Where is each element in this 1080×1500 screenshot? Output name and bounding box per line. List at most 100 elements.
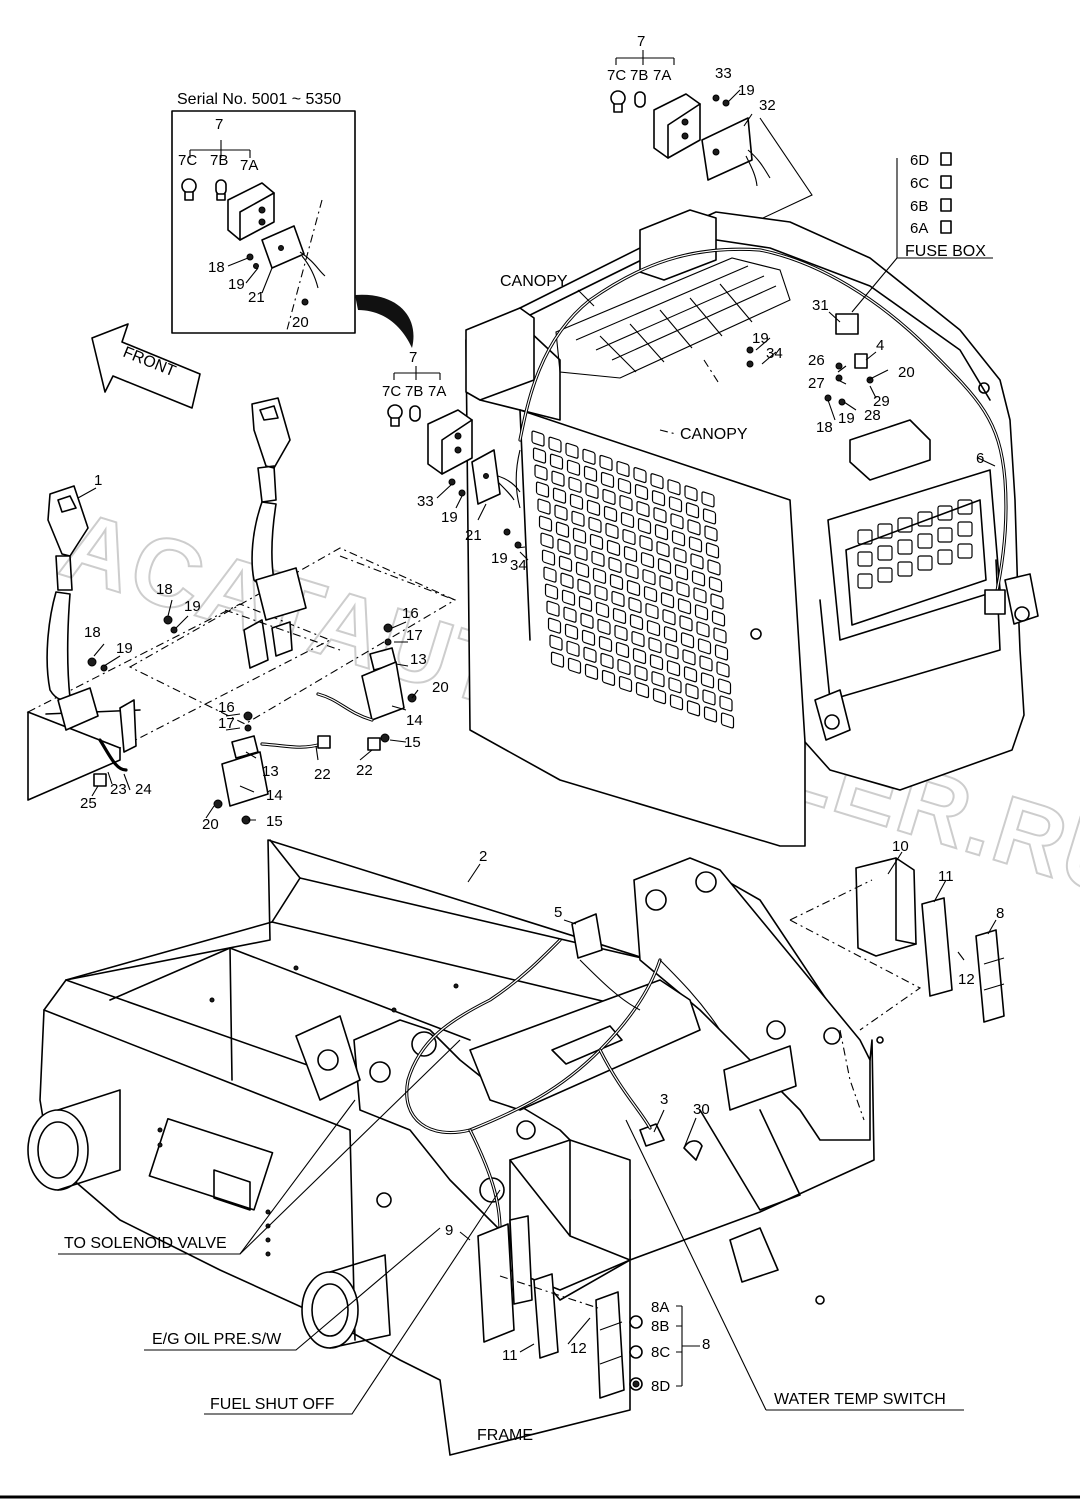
panel-hole <box>574 544 588 561</box>
fuse-label: 6D <box>910 152 929 169</box>
panel-hole <box>561 589 576 606</box>
svg-text:33: 33 <box>715 65 732 82</box>
svg-text:9: 9 <box>445 1222 453 1239</box>
panel-hole <box>719 695 733 712</box>
panel-hole <box>546 600 560 617</box>
canopy-label-top: CANOPY <box>500 273 568 290</box>
panel-hole <box>620 511 635 529</box>
panel-hole <box>598 635 613 652</box>
panel-hole <box>540 532 554 549</box>
panel-hole <box>643 586 658 603</box>
fuse-6c-icon <box>940 175 952 189</box>
bulb-7b-icon <box>215 179 227 201</box>
fuse-6b-icon <box>940 198 952 212</box>
panel-hole <box>683 666 698 683</box>
panel-hole <box>618 675 633 693</box>
panel-hole <box>625 562 639 580</box>
panel-hole <box>634 665 648 682</box>
callouts: TO SOLENOID VALVE E/G OIL PRE.S/W FUEL S… <box>58 1039 964 1444</box>
panel-hole <box>651 671 665 688</box>
panel-hole <box>957 521 973 537</box>
panel-hole <box>560 572 574 589</box>
panel-hole <box>857 551 873 567</box>
panel-hole <box>563 606 577 623</box>
svg-text:22: 22 <box>314 766 331 783</box>
panel-hole <box>897 539 913 555</box>
panel-hole <box>669 694 684 711</box>
svg-text:19: 19 <box>116 640 133 657</box>
panel-hole <box>640 552 655 569</box>
panel-hole <box>707 559 721 576</box>
svg-text:19: 19 <box>752 330 769 347</box>
panel-hole <box>679 615 693 632</box>
panel-hole <box>714 644 729 661</box>
svg-text:15: 15 <box>404 734 421 751</box>
svg-text:33: 33 <box>417 493 434 510</box>
panel-hole <box>557 538 571 555</box>
panel-hole <box>701 491 715 508</box>
panel-hole <box>612 607 627 625</box>
svg-text:5: 5 <box>554 904 562 921</box>
top-lamp-group: 7 7C 7B 7A 33 19 32 <box>607 33 813 226</box>
panel-hole <box>676 581 690 598</box>
svg-text:34: 34 <box>510 557 527 574</box>
panel-hole <box>673 547 687 564</box>
panel-hole <box>537 498 551 515</box>
svg-text:18: 18 <box>816 419 833 436</box>
svg-text:20: 20 <box>432 679 449 696</box>
svg-text:4: 4 <box>876 337 884 354</box>
fuse-box-title: FUSE BOX <box>905 243 986 260</box>
panel-hole <box>581 629 596 646</box>
inset-title: Serial No. 5001 ~ 5350 <box>177 91 341 108</box>
inset-panel: Serial No. 5001 ~ 5350 7 7C 7B <box>171 91 356 334</box>
svg-text:18: 18 <box>84 624 101 641</box>
svg-text:21: 21 <box>248 289 265 306</box>
panel-hole <box>688 536 703 553</box>
svg-text:32: 32 <box>759 97 776 114</box>
panel-hole <box>622 528 636 546</box>
panel-hole <box>897 561 913 577</box>
svg-text:7: 7 <box>409 349 417 366</box>
svg-text:8B: 8B <box>651 1318 669 1335</box>
svg-text:15: 15 <box>266 813 283 830</box>
roof-grid <box>555 257 791 379</box>
panel-hole <box>565 442 579 459</box>
panel-hole <box>651 490 666 507</box>
panel-hole <box>589 533 604 550</box>
svg-text:34: 34 <box>766 345 783 362</box>
panel-hole <box>617 658 631 676</box>
panel-hole <box>605 522 619 539</box>
curved-arrow-icon <box>355 294 414 348</box>
panel-hole <box>634 484 649 501</box>
panel-hole <box>917 511 933 527</box>
svg-text:8A: 8A <box>651 1299 669 1316</box>
panel-hole <box>697 638 712 655</box>
panel-hole <box>534 464 548 481</box>
callout-fuel-shut-off: FUEL SHUT OFF <box>210 1396 335 1413</box>
panel-hole <box>535 481 550 498</box>
panel-hole <box>575 561 590 578</box>
panel-hole <box>699 655 713 672</box>
svg-text:19: 19 <box>838 410 855 427</box>
svg-text:8C: 8C <box>651 1344 670 1361</box>
svg-text:12: 12 <box>958 971 975 988</box>
panel-hole <box>550 651 565 668</box>
svg-text:30: 30 <box>693 1101 710 1118</box>
panel-hole <box>632 648 647 665</box>
panel-hole <box>617 477 632 495</box>
fuse-label: 6A <box>910 220 928 237</box>
panel-hole <box>857 573 873 589</box>
control-levers <box>26 397 457 825</box>
panel-hole <box>558 555 573 572</box>
panel-hole <box>608 556 622 573</box>
panel-hole <box>645 603 659 620</box>
panel-hole <box>642 569 656 586</box>
panel-hole <box>549 634 563 651</box>
svg-text:7: 7 <box>637 33 645 50</box>
panel-hole <box>531 430 545 447</box>
panel-hole <box>700 672 715 689</box>
svg-text:25: 25 <box>80 795 97 812</box>
panel-hole <box>702 508 717 525</box>
svg-text:21: 21 <box>465 527 482 544</box>
panel-hole <box>566 640 580 657</box>
